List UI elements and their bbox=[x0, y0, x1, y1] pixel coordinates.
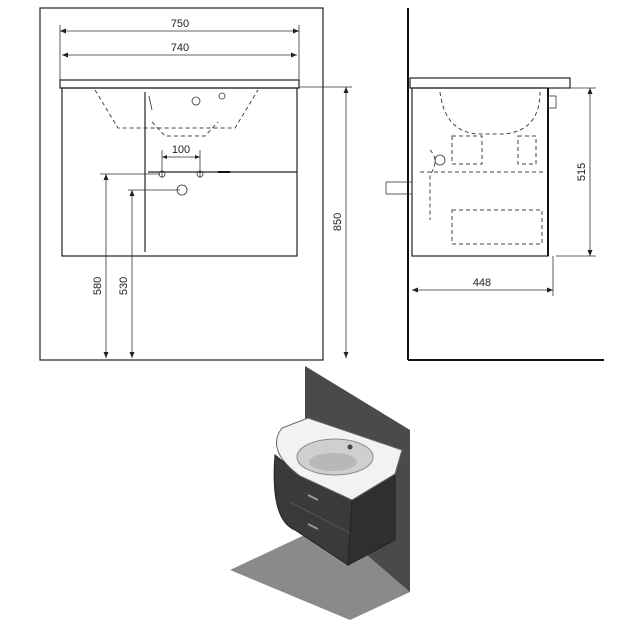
dim-label-530: 530 bbox=[118, 277, 130, 295]
side-lower-drawer-hidden bbox=[451, 209, 543, 245]
side-countertop bbox=[409, 77, 571, 89]
arrow-right-100 bbox=[195, 155, 200, 159]
arrow-right-448 bbox=[547, 287, 553, 293]
front-view: 750 740 100 580 bbox=[39, 7, 352, 361]
dim-label-750: 750 bbox=[171, 18, 189, 30]
dim-label-448: 448 bbox=[473, 277, 491, 289]
arrow-bottom-515 bbox=[587, 250, 593, 256]
dim-label-100: 100 bbox=[172, 144, 190, 156]
arrow-top-850 bbox=[343, 87, 349, 93]
water-inlet-right bbox=[196, 170, 204, 178]
arrow-left-100 bbox=[162, 155, 167, 159]
iso-drawer-handle-bottom bbox=[307, 523, 319, 530]
arrow-right-740 bbox=[291, 52, 297, 58]
side-wall-drain bbox=[385, 181, 413, 195]
arrow-left-448 bbox=[412, 287, 418, 293]
side-view: 515 448 bbox=[385, 8, 604, 361]
side-drain-fitting bbox=[434, 154, 446, 166]
arrow-bottom-530 bbox=[129, 352, 135, 358]
arrow-bottom-850 bbox=[343, 352, 349, 358]
iso-tap-hole bbox=[347, 444, 353, 450]
front-basin-hidden bbox=[94, 89, 259, 129]
iso-drawer-handle-top bbox=[307, 494, 319, 501]
side-siphon-hidden bbox=[451, 135, 483, 165]
front-door-handle bbox=[148, 95, 153, 111]
dim-label-515: 515 bbox=[576, 163, 588, 181]
arrow-left-740 bbox=[62, 52, 68, 58]
front-tap-hole bbox=[191, 96, 201, 106]
front-overflow bbox=[218, 92, 226, 100]
arrow-bottom-580 bbox=[103, 352, 109, 358]
side-drawer-back-hidden bbox=[517, 135, 537, 165]
iso-floor bbox=[230, 523, 410, 620]
front-wall-outline bbox=[39, 7, 324, 361]
iso-drawer-line bbox=[289, 501, 351, 534]
dim-label-850: 850 bbox=[332, 213, 344, 231]
dim-label-740: 740 bbox=[171, 42, 189, 54]
arrow-top-530 bbox=[129, 190, 135, 196]
front-countertop bbox=[59, 79, 300, 89]
arrow-left-750 bbox=[60, 28, 66, 34]
arrow-top-515 bbox=[587, 88, 593, 94]
arrow-top-580 bbox=[103, 174, 109, 180]
side-handle bbox=[547, 95, 557, 109]
isometric-view bbox=[230, 366, 410, 620]
side-basin-hidden bbox=[439, 91, 541, 135]
arrow-right-750 bbox=[293, 28, 299, 34]
side-pipe-hidden bbox=[429, 149, 436, 220]
iso-basin-inner bbox=[309, 453, 357, 471]
front-basin-inner-hidden bbox=[151, 121, 219, 137]
dim-label-580: 580 bbox=[92, 277, 104, 295]
